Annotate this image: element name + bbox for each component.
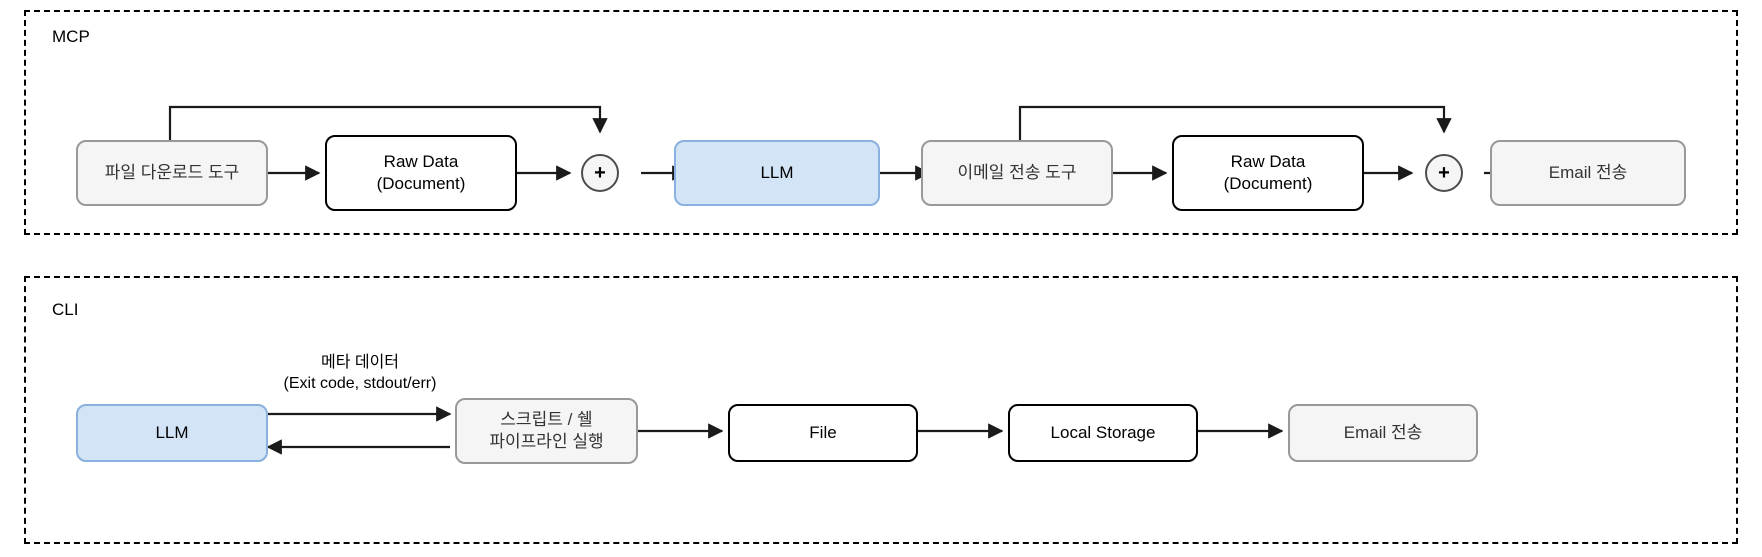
node-raw-data-2[interactable]: Raw Data (Document) <box>1172 135 1364 211</box>
group-label-mcp: MCP <box>52 27 90 46</box>
node-llm-mcp[interactable]: LLM <box>674 140 880 206</box>
node-local-storage[interactable]: Local Storage <box>1008 404 1198 462</box>
group-cli <box>24 276 1738 544</box>
node-raw-data-1[interactable]: Raw Data (Document) <box>325 135 517 211</box>
node-email-send-tool[interactable]: 이메일 전송 도구 <box>921 140 1113 206</box>
junction-plus-2[interactable]: + <box>1425 154 1463 192</box>
edge-label-metadata: 메타 데이터 (Exit code, stdout/err) <box>283 354 437 392</box>
node-script-shell[interactable]: 스크립트 / 쉘 파이프라인 실행 <box>455 398 638 464</box>
junction-plus-1[interactable]: + <box>581 154 619 192</box>
node-file-download-tool[interactable]: 파일 다운로드 도구 <box>76 140 268 206</box>
node-llm-cli[interactable]: LLM <box>76 404 268 462</box>
node-email-send-mcp[interactable]: Email 전송 <box>1490 140 1686 206</box>
node-file[interactable]: File <box>728 404 918 462</box>
node-email-send-cli[interactable]: Email 전송 <box>1288 404 1478 462</box>
group-mcp <box>24 10 1738 235</box>
group-label-cli: CLI <box>52 300 79 319</box>
